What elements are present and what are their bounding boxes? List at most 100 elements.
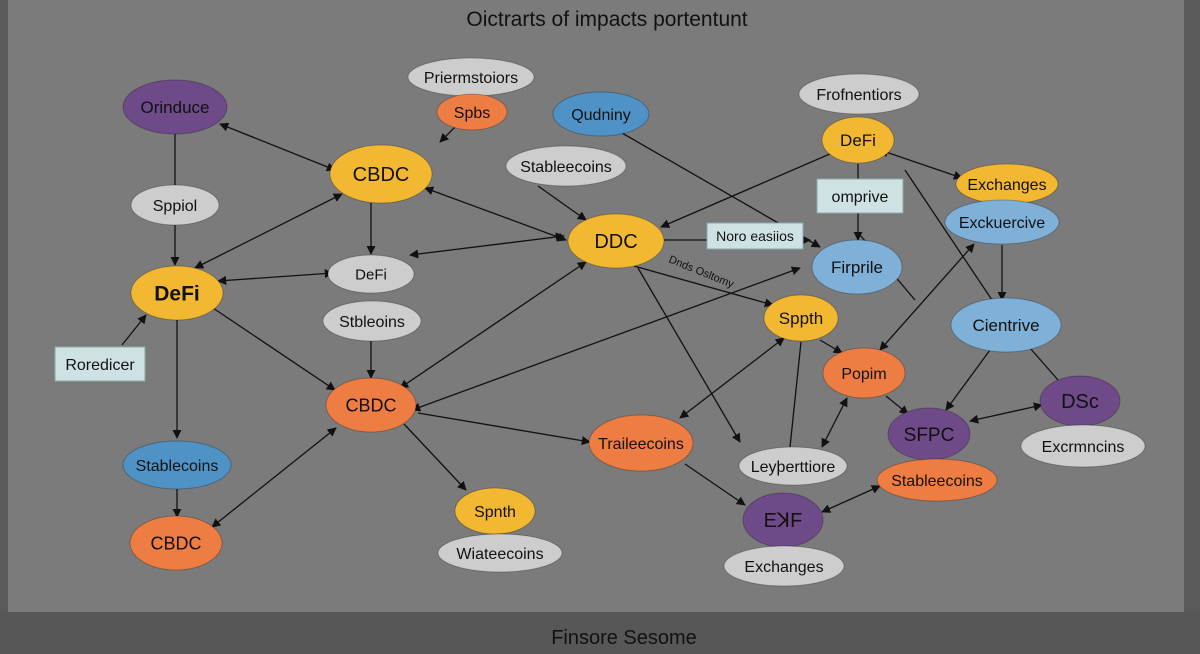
node-cbdc-bottom-left: CBDC bbox=[129, 515, 223, 571]
node-label: Leyþerttiore bbox=[751, 459, 836, 476]
node-stableecoins-mid: Stableecoins bbox=[505, 145, 627, 187]
node-label: Stableecoins bbox=[520, 159, 612, 176]
node-label: Stablecoins bbox=[136, 458, 219, 475]
node-shape bbox=[816, 178, 904, 214]
nodes-layer: OrinduceSppiolDeFiRoredicerStablecoinsCB… bbox=[54, 57, 1146, 587]
node-shape bbox=[811, 239, 903, 295]
node-label: Noro easiios bbox=[716, 228, 794, 244]
node-label: Orinduce bbox=[141, 98, 210, 117]
node-label: Priermstoiors bbox=[424, 70, 518, 87]
edge-arrow bbox=[424, 186, 567, 242]
node-stablecoins-left: Stablecoins bbox=[122, 440, 232, 490]
edge-arrow bbox=[789, 341, 802, 448]
node-shape bbox=[723, 545, 845, 587]
node-sppth: Sppth bbox=[763, 294, 839, 342]
node-label: Cientrive bbox=[972, 316, 1039, 335]
node-cientrive: Cientrive bbox=[950, 297, 1062, 353]
node-roredicer: Roredicer bbox=[54, 346, 146, 382]
node-leyberttiore: Leyþerttiore bbox=[738, 446, 848, 486]
node-label: omprive bbox=[832, 189, 889, 206]
node-shape bbox=[122, 79, 228, 135]
footer-label: Finsore Sesome bbox=[551, 627, 697, 649]
node-shape bbox=[706, 222, 804, 250]
node-shape bbox=[130, 265, 224, 321]
node-label: EꓘF bbox=[764, 510, 803, 532]
node-label: Popim bbox=[841, 366, 886, 383]
node-label: Exckuercive bbox=[959, 215, 1045, 232]
node-dsc: DSc bbox=[1039, 375, 1121, 427]
node-label: DeFi bbox=[840, 131, 876, 150]
node-label: Exchanges bbox=[744, 559, 823, 576]
node-exchanges-top: Exchanges bbox=[955, 163, 1059, 205]
node-label: Wiateecoins bbox=[456, 546, 543, 563]
node-shape bbox=[436, 93, 508, 131]
edge-arrow bbox=[403, 423, 467, 491]
edge-arrow bbox=[219, 122, 336, 172]
edge-arrow bbox=[879, 243, 975, 351]
node-label: CBDC bbox=[345, 395, 396, 415]
node-label: Frofnentiors bbox=[816, 87, 901, 104]
node-label: DeFi bbox=[154, 283, 200, 306]
node-sfpc: SFPC bbox=[887, 407, 971, 461]
node-orinduce: Orinduce bbox=[122, 79, 228, 135]
node-label: Exchanges bbox=[967, 177, 1046, 194]
node-excrmncins: Excrmncins bbox=[1020, 424, 1146, 468]
edge-arrow bbox=[399, 261, 587, 389]
node-shape bbox=[798, 73, 920, 115]
node-label: CBDC bbox=[150, 533, 201, 553]
edge-arrow bbox=[217, 269, 334, 285]
node-shape bbox=[1020, 424, 1146, 468]
edge-arrow bbox=[439, 126, 456, 143]
node-shape bbox=[822, 347, 906, 399]
node-shape bbox=[588, 414, 694, 472]
node-shape bbox=[552, 91, 650, 137]
node-shape bbox=[454, 487, 536, 535]
node-label: Stableecoins bbox=[891, 473, 983, 490]
node-label: Spbs bbox=[454, 105, 490, 122]
node-label: Firprile bbox=[831, 258, 883, 277]
node-shape bbox=[327, 254, 415, 294]
node-label: Stbleoins bbox=[339, 314, 405, 331]
edge-arrow bbox=[679, 337, 785, 419]
node-firprile: Firprile bbox=[811, 239, 903, 295]
node-shape bbox=[437, 533, 563, 573]
edge-arrow bbox=[885, 395, 909, 415]
edge-arrow bbox=[409, 232, 565, 259]
node-shape bbox=[567, 213, 665, 269]
node-shape bbox=[122, 440, 232, 490]
node-traileecoins: Traileecoins bbox=[588, 414, 694, 472]
node-shape bbox=[130, 184, 220, 226]
edge-arrow bbox=[633, 265, 774, 308]
node-exckuercive: Exckuercive bbox=[944, 199, 1060, 245]
node-shape bbox=[54, 346, 146, 382]
node-shape bbox=[763, 294, 839, 342]
edge-arrow bbox=[212, 307, 336, 391]
edges-layer bbox=[121, 122, 1059, 528]
edge-arrow bbox=[684, 463, 746, 506]
node-shape bbox=[322, 300, 422, 342]
edge-arrow bbox=[821, 397, 848, 448]
node-label: CBDC bbox=[353, 164, 410, 186]
node-shape bbox=[325, 377, 417, 433]
node-shape bbox=[329, 144, 433, 204]
node-label: Excrmncins bbox=[1042, 439, 1125, 456]
node-exchanges-bottom: Exchanges bbox=[723, 545, 845, 587]
node-ekf: EꓘF bbox=[742, 492, 824, 548]
node-label: SFPC bbox=[904, 425, 955, 446]
node-noro-easiios: Noro easiios bbox=[706, 222, 804, 250]
edge-arrow bbox=[537, 185, 587, 221]
edge-arrow bbox=[819, 339, 843, 354]
node-defi-right: DeFi bbox=[821, 116, 895, 164]
node-label: Spnth bbox=[474, 504, 516, 521]
edge-arrow bbox=[660, 149, 840, 228]
edge-arrow bbox=[945, 349, 991, 411]
node-omprive: omprive bbox=[816, 178, 904, 214]
node-defi-mid: DeFi bbox=[327, 254, 415, 294]
node-label: Sppiol bbox=[153, 198, 197, 215]
edge-arrow bbox=[211, 427, 337, 528]
node-shape bbox=[944, 199, 1060, 245]
node-shape bbox=[950, 297, 1062, 353]
node-popim: Popim bbox=[822, 347, 906, 399]
